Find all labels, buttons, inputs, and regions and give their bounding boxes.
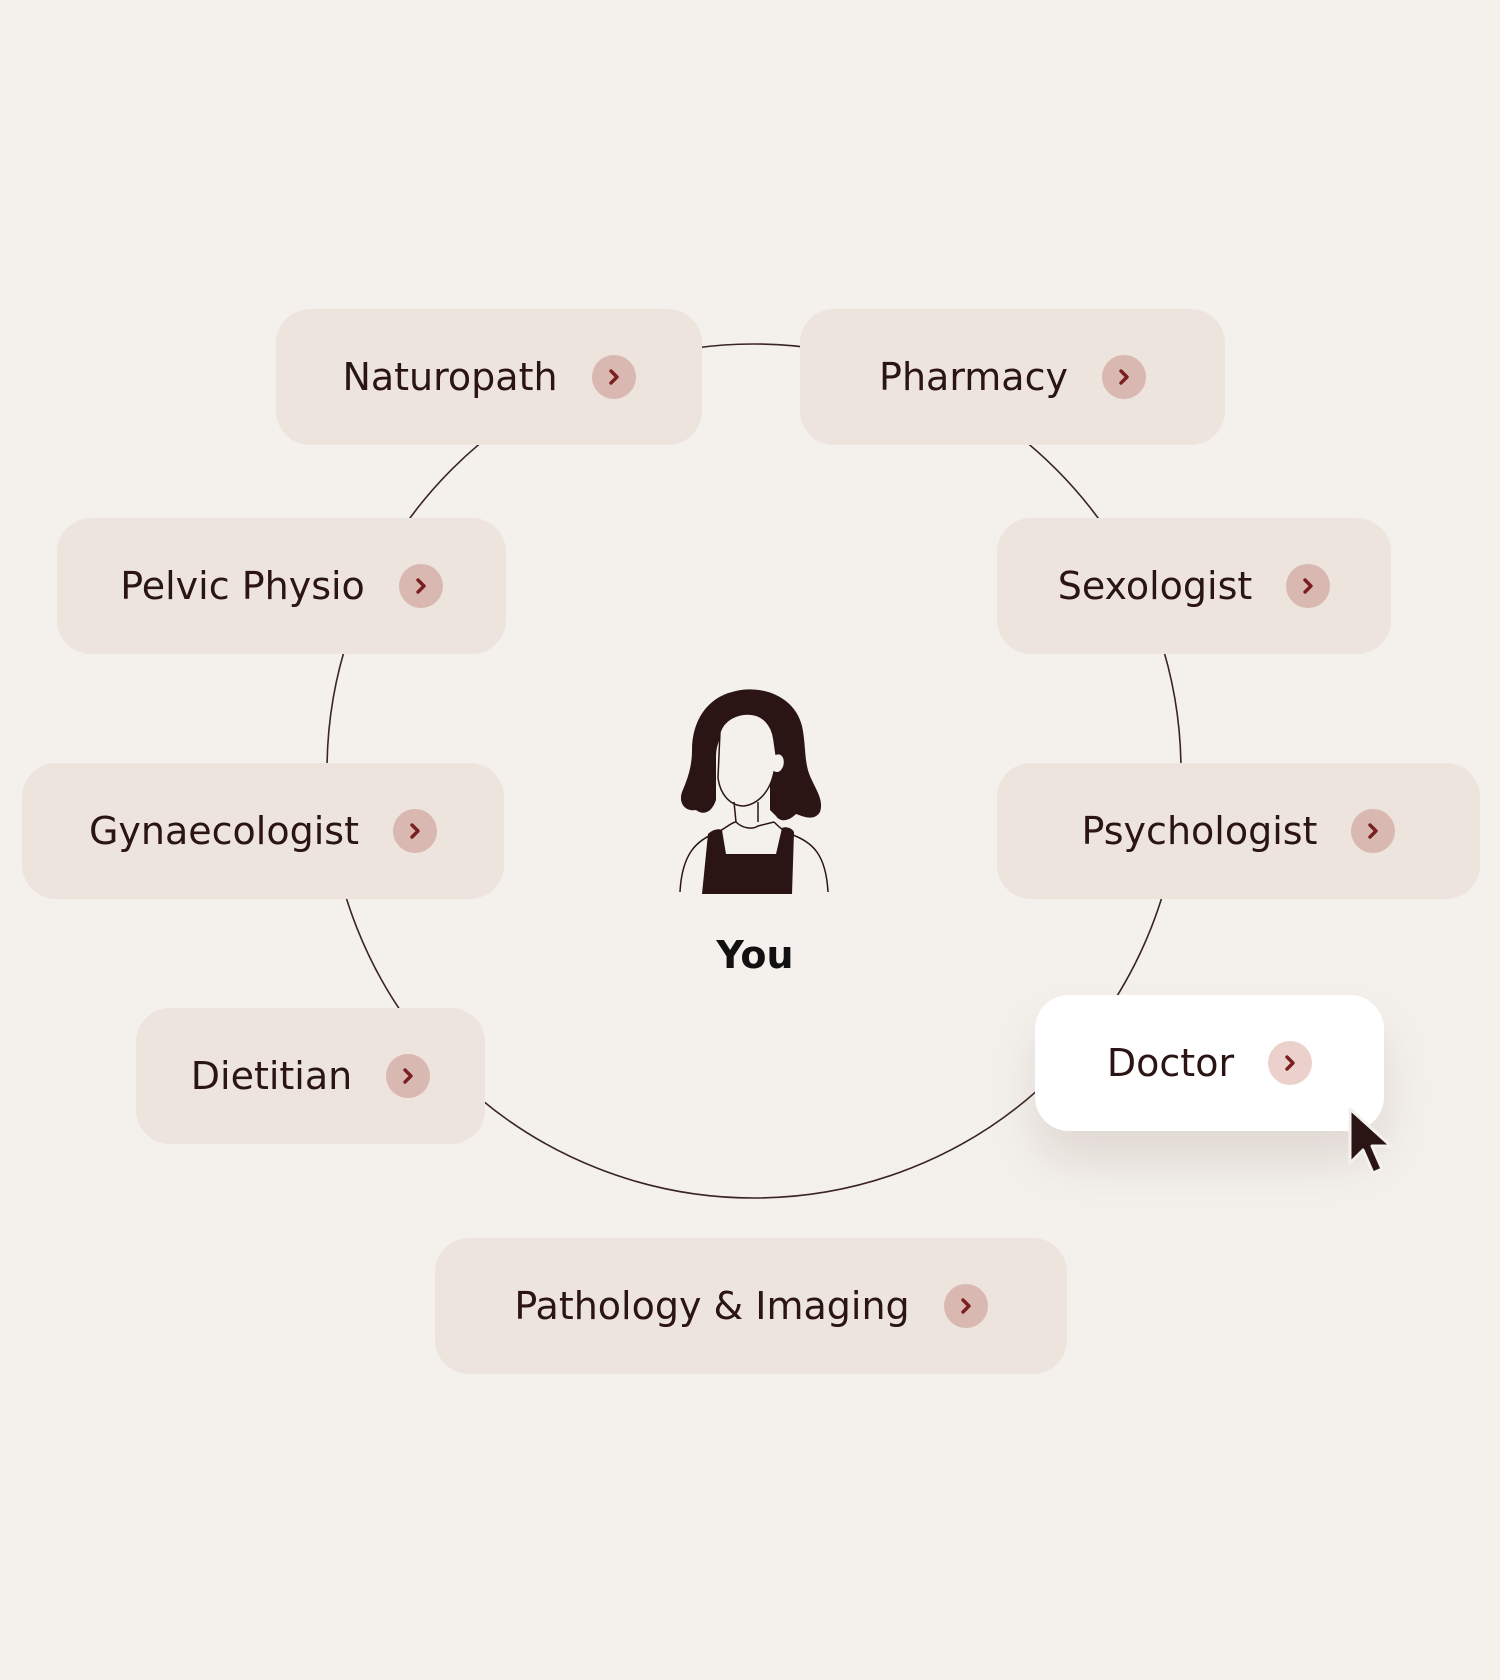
chevron-right-icon: [1268, 1041, 1313, 1085]
provider-label: Dietitian: [190, 1054, 353, 1098]
chevron-right-icon: [943, 1284, 988, 1328]
provider-pelvic-physio[interactable]: Pelvic Physio: [57, 518, 506, 654]
chevron-right-icon: [386, 1054, 431, 1098]
person-avatar-icon: [679, 689, 829, 894]
provider-naturopath[interactable]: Naturopath: [276, 309, 702, 445]
provider-label: Sexologist: [1057, 564, 1253, 608]
center-you-label: You: [716, 933, 794, 977]
provider-sexologist[interactable]: Sexologist: [997, 518, 1391, 654]
chevron-right-icon: [1351, 809, 1396, 853]
chevron-right-icon: [393, 809, 437, 853]
provider-label: Psychologist: [1081, 809, 1318, 853]
provider-psychologist[interactable]: Psychologist: [997, 763, 1480, 899]
provider-gynaecologist[interactable]: Gynaecologist: [22, 763, 504, 899]
provider-label: Pelvic Physio: [120, 564, 365, 608]
provider-label: Pathology & Imaging: [514, 1284, 910, 1328]
provider-label: Naturopath: [342, 355, 558, 399]
provider-label: Pharmacy: [879, 355, 1068, 399]
provider-dietitian[interactable]: Dietitian: [136, 1008, 485, 1144]
provider-doctor[interactable]: Doctor: [1035, 995, 1384, 1131]
mouse-pointer-icon: [1348, 1107, 1393, 1175]
provider-label: Doctor: [1106, 1041, 1235, 1085]
chevron-right-icon: [398, 564, 443, 608]
chevron-right-icon: [591, 355, 636, 399]
chevron-right-icon: [1286, 564, 1331, 608]
chevron-right-icon: [1101, 355, 1146, 399]
provider-pharmacy[interactable]: Pharmacy: [800, 309, 1225, 445]
provider-label: Gynaecologist: [88, 809, 359, 853]
provider-pathology-imaging[interactable]: Pathology & Imaging: [435, 1238, 1067, 1374]
